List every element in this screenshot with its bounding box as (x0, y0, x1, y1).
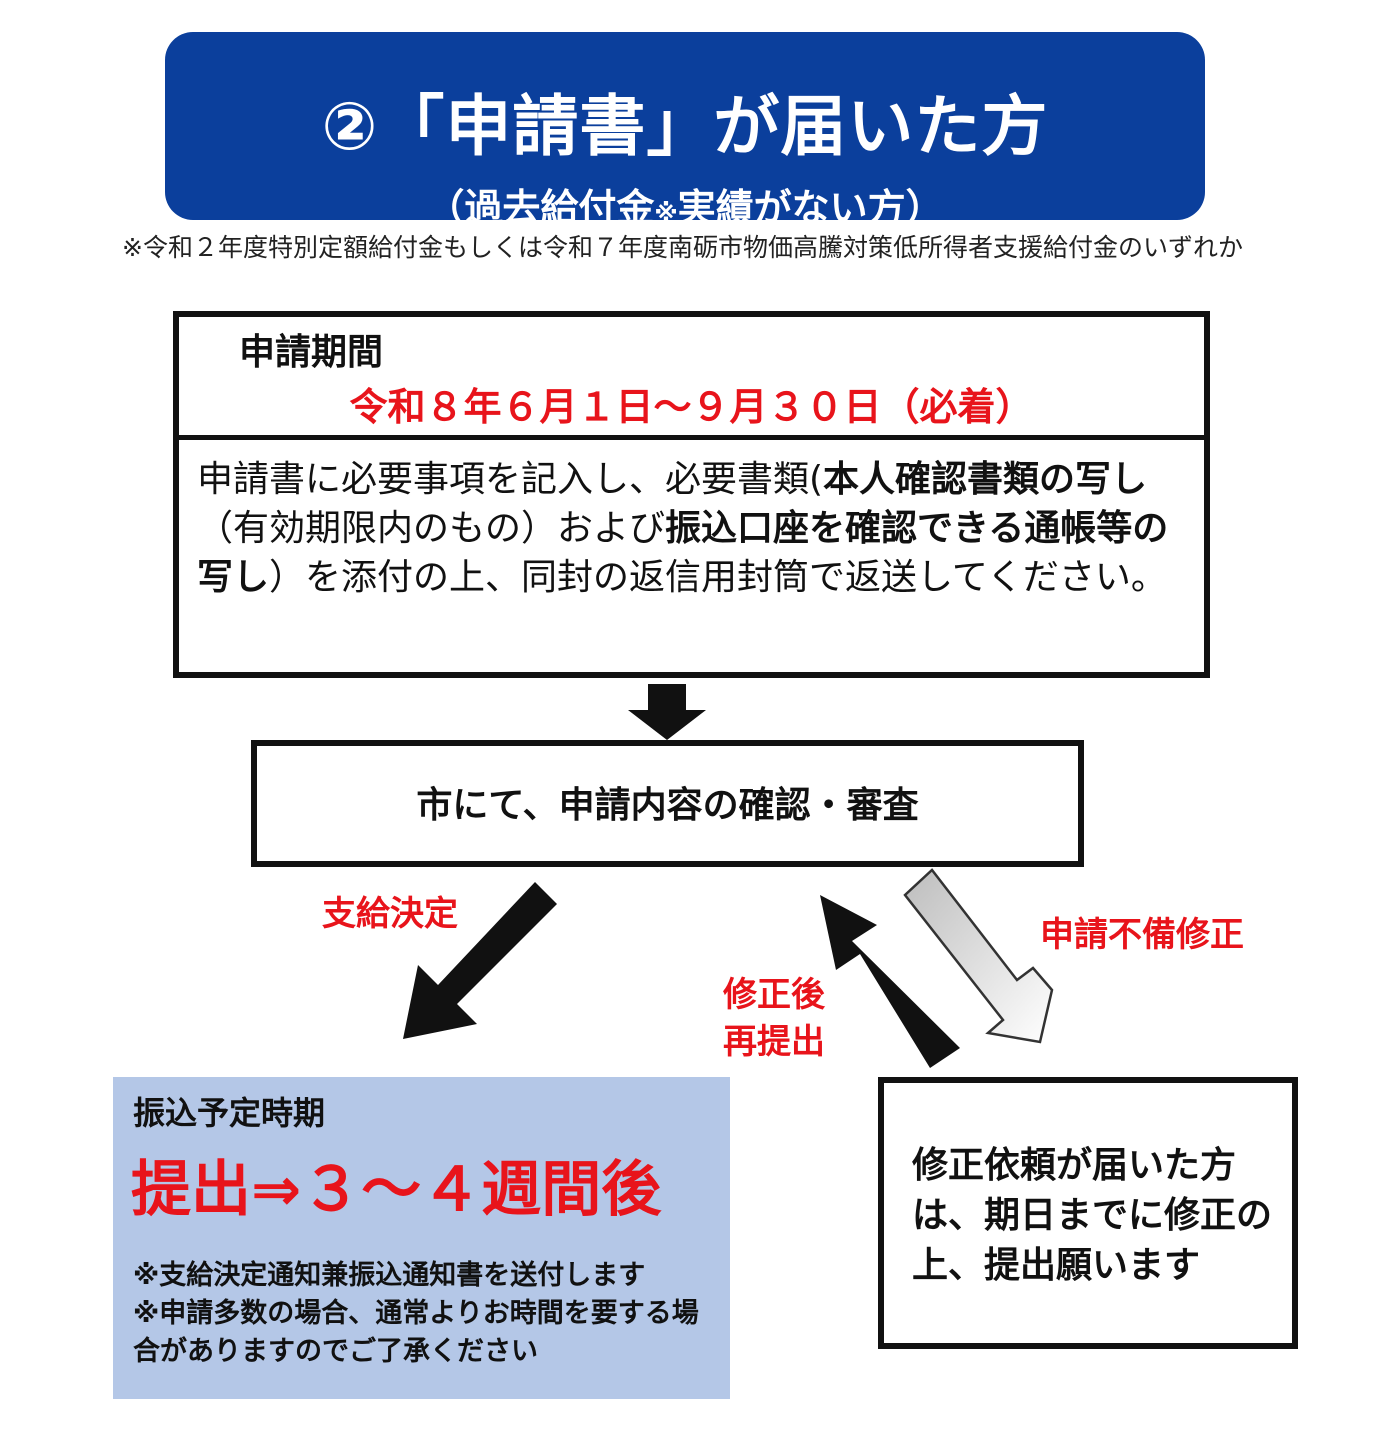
diagonal-up-left-arrow-icon (820, 895, 960, 1068)
resubmit-label-line-1: 修正後 (723, 975, 825, 1015)
instructions-part-3: ）を添付の上、同封の返信用封筒で返送してください。 (269, 557, 1167, 598)
diagonal-down-left-arrow-icon (403, 882, 557, 1039)
subtitle-before: （過去給付金 (426, 186, 655, 230)
footnote: ※令和２年度特別定額給付金もしくは令和７年度南砺市物価高騰対策低所得者支援給付金… (122, 233, 1243, 262)
diagonal-down-right-hollow-arrow-icon (903, 868, 1054, 1044)
subtitle-after: 実績がない方） (677, 186, 944, 230)
period-dates: 令和８年６月１日～９月３０日（必着） (349, 385, 1034, 429)
page-subtitle: （過去給付金※実績がない方） (165, 189, 1205, 227)
schedule-note-2: ※申請多数の場合、通常よりお時間を要する場合がありますのでご了承ください (133, 1298, 699, 1367)
period-instructions: 申請書に必要事項を記入し、必要書類(本人確認書類の写し （有効期限内のもの）および… (197, 455, 1197, 602)
correction-text: 修正依頼が届いた方は、期日までに修正の上、提出願います (912, 1145, 1273, 1286)
instructions-part-2: （有効期限内のもの）および (197, 508, 666, 549)
down-arrow-icon (628, 684, 706, 740)
period-divider (179, 435, 1204, 440)
resubmit-label-line-2: 再提出 (723, 1022, 825, 1062)
schedule-label: 振込予定時期 (133, 1094, 326, 1132)
review-text: 市にて、申請内容の確認・審査 (416, 785, 919, 826)
subtitle-mark: ※ (654, 199, 678, 227)
instructions-part-1: 申請書に必要事項を記入し、必要書類( (197, 459, 824, 500)
application-period-box: 申請期間 令和８年６月１日～９月３０日（必着） 申請書に必要事項を記入し、必要書… (173, 311, 1210, 678)
schedule-note-1: ※支給決定通知兼振込通知書を送付します (133, 1260, 646, 1291)
review-box: 市にて、申請内容の確認・審査 (251, 740, 1084, 867)
instructions-bold-1: 本人確認書類の写し (823, 459, 1148, 500)
decision-label: 支給決定 (322, 894, 458, 934)
correction-request-box: 修正依頼が届いた方は、期日までに修正の上、提出願います (878, 1077, 1298, 1349)
schedule-notes: ※支給決定通知兼振込通知書を送付します ※申請多数の場合、通常よりお時間を要する… (133, 1257, 723, 1371)
header-banner: ②「申請書」が届いた方 （過去給付金※実績がない方） (165, 32, 1205, 227)
schedule-value: 提出⇒３～４週間後 (131, 1155, 662, 1225)
instructions-bold-2: 振込口座を確認できる通帳等の写し (197, 508, 1169, 598)
transfer-schedule-box: 振込予定時期 提出⇒３～４週間後 ※支給決定通知兼振込通知書を送付します ※申請… (113, 1077, 730, 1399)
page-title: ②「申請書」が届いた方 (321, 88, 1049, 165)
period-label: 申請期間 (239, 332, 384, 373)
incomplete-label: 申請不備修正 (1040, 915, 1244, 955)
